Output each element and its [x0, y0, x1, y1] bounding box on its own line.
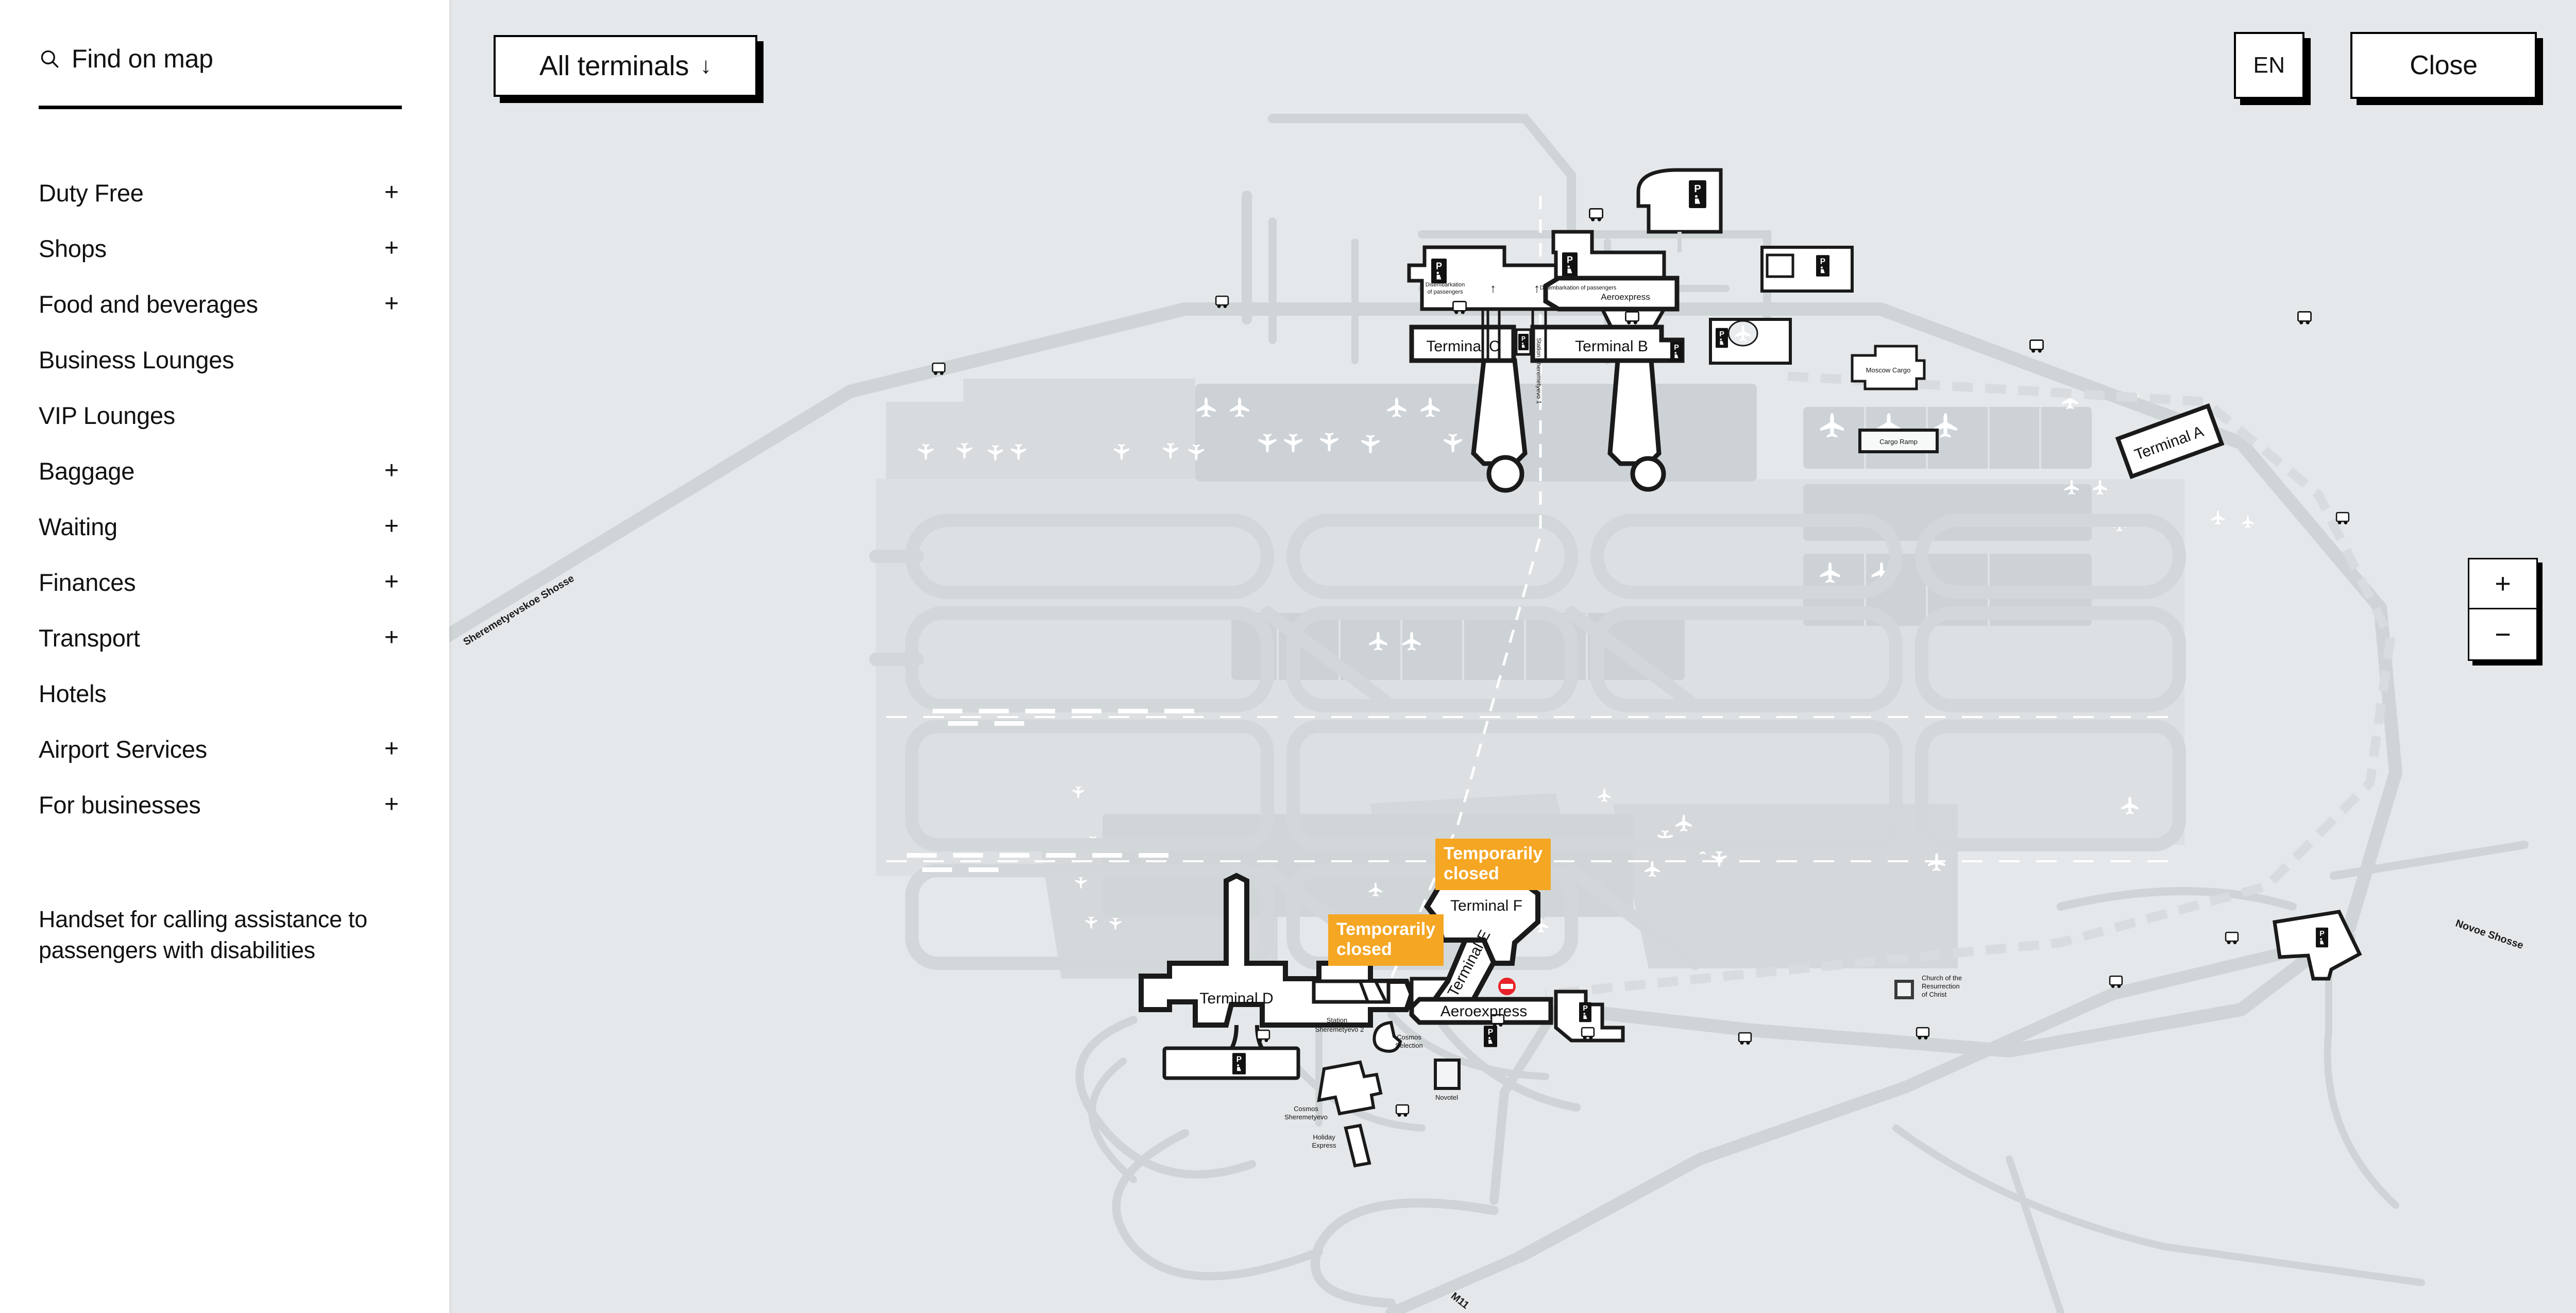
menu-item-transport[interactable]: Transport + [39, 610, 402, 666]
map-label-holiday-express-l1: Holiday [1313, 1133, 1335, 1141]
close-button[interactable]: Close [2350, 32, 2537, 99]
menu-item-label: Shops [39, 234, 107, 262]
map-arrow-disembark-b: ↑ [1534, 282, 1540, 296]
map-label-terminal-b: Terminal B [1575, 338, 1648, 355]
map-label-holiday-express-l2: Express [1312, 1141, 1336, 1149]
expand-icon[interactable]: + [384, 791, 399, 818]
map-arrow-disembark-c: ↑ [1490, 282, 1496, 296]
expand-icon[interactable]: + [384, 568, 399, 595]
helipad-icon [1727, 320, 1758, 347]
menu-item-duty-free[interactable]: Duty Free + [39, 165, 402, 220]
expand-icon[interactable]: + [384, 513, 399, 540]
map-label-church-l2: Resurrection [1922, 982, 1960, 990]
close-label: Close [2410, 50, 2478, 80]
menu-item-finances[interactable]: Finances + [39, 554, 402, 610]
search-input[interactable] [72, 44, 391, 74]
map-label-disembark-c-line2: of passengers [1427, 289, 1463, 295]
map-label-cosmos-sheremetyevo-l2: Sheremetyevo [1284, 1113, 1328, 1121]
expand-icon[interactable]: + [384, 624, 399, 651]
map-label-station-sheremetyevo-2-l1: Station [1327, 1016, 1347, 1024]
menu-item-label: VIP Lounges [39, 401, 175, 429]
menu-item-airport-services[interactable]: Airport Services + [39, 721, 402, 777]
map-label-disembark-b: Disembarkation of passengers [1540, 285, 1617, 291]
map-label-cosmos-selection-l2: Selection [1395, 1042, 1422, 1049]
map-label-terminal-c: Terminal C [1426, 338, 1500, 355]
expand-icon[interactable]: + [384, 234, 399, 262]
south-terminal-buildings [1139, 870, 2362, 1168]
menu-item-label: Finances [39, 568, 136, 596]
map-zoom-control[interactable]: + − [2468, 558, 2538, 661]
menu-item-label: Transport [39, 624, 140, 652]
map-label-terminal-f: Terminal F [1450, 897, 1522, 914]
all-terminals-label: All terminals [539, 50, 689, 81]
map-label-cosmos-sheremetyevo-l1: Cosmos [1294, 1105, 1318, 1113]
search-row[interactable] [39, 44, 402, 74]
map-label-aeroexpress-north: Aeroexpress [1601, 292, 1650, 302]
north-terminal-buildings [1407, 168, 2225, 493]
zoom-in-button[interactable]: + [2469, 559, 2536, 609]
expand-icon[interactable]: + [384, 179, 399, 206]
taxiway-network [869, 514, 2186, 970]
map-label-terminal-d: Terminal D [1199, 990, 1273, 1007]
menu-item-vip-lounges[interactable]: VIP Lounges + [39, 387, 402, 443]
menu-item-business-lounges[interactable]: Business Lounges + [39, 332, 402, 387]
zoom-out-button[interactable]: − [2495, 619, 2511, 650]
map-label-station-sheremetyevo-2-l2: Sheremetyevo 2 [1315, 1026, 1364, 1033]
menu-item-label: Baggage [39, 457, 135, 485]
sidebar-panel: Duty Free + Shops + Food and beverages +… [0, 0, 449, 1313]
menu-item-waiting[interactable]: Waiting + [39, 499, 402, 554]
menu-item-hotels[interactable]: Hotels + [39, 666, 402, 721]
language-label: EN [2253, 53, 2285, 78]
map-label-aeroexpress-south: Aeroexpress [1440, 1003, 1527, 1020]
map-label-cosmos-selection-l1: Cosmos [1397, 1033, 1421, 1041]
menu-item-for-businesses[interactable]: For businesses + [39, 777, 402, 832]
expand-icon[interactable]: + [384, 457, 399, 484]
map-label-church-l1: Church of the [1922, 974, 1962, 982]
all-terminals-filter-button[interactable]: All terminals ↓ [494, 35, 757, 97]
menu-item-baggage[interactable]: Baggage + [39, 443, 402, 499]
search-icon [41, 50, 59, 68]
menu-item-food-and-beverages[interactable]: Food and beverages + [39, 276, 402, 332]
map-label-cargo-ramp: Cargo Ramp [1879, 438, 1918, 446]
menu-item-label: Waiting [39, 513, 117, 540]
menu-item-label: Hotels [39, 679, 107, 707]
menu-item-label: Duty Free [39, 179, 144, 207]
menu-item-label: Business Lounges [39, 346, 234, 373]
accessibility-note: Handset for calling assistance to passen… [39, 906, 367, 964]
category-menu: Duty Free + Shops + Food and beverages +… [39, 165, 402, 832]
map-label-moscow-cargo: Moscow Cargo [1866, 366, 1911, 374]
menu-item-label: For businesses [39, 791, 201, 819]
map-label-station-sheremetyevo-1: Station Sheremetyevo 1 [1535, 338, 1543, 404]
arrow-down-icon: ↓ [700, 53, 712, 78]
search-underline [39, 106, 402, 109]
expand-icon[interactable]: + [384, 735, 399, 762]
menu-item-label: Food and beverages [39, 290, 258, 318]
status-badge-terminal-e: Temporarily closed [1328, 914, 1444, 966]
map-label-novotel: Novotel [1435, 1094, 1458, 1101]
no-entry-icon [1498, 978, 1516, 995]
status-badge-terminal-f: Temporarily closed [1435, 839, 1551, 891]
expand-icon[interactable]: + [384, 290, 399, 317]
map-label-disembark-c-line1: Disembarkation [1426, 282, 1465, 288]
menu-item-shops[interactable]: Shops + [39, 220, 402, 276]
map-label-church-l3: of Christ [1922, 991, 1947, 998]
menu-item-label: Airport Services [39, 735, 207, 763]
language-switch-button[interactable]: EN [2234, 32, 2304, 99]
